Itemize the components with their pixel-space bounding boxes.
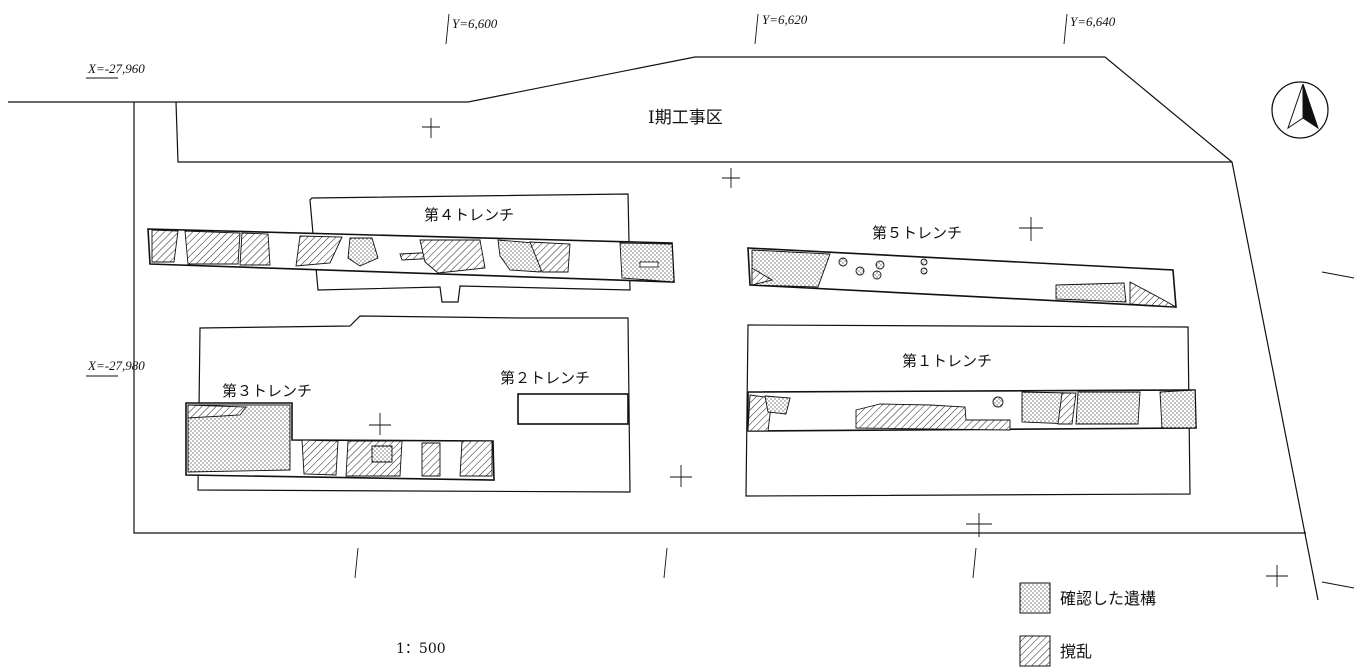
legend-swatch-found — [1019, 582, 1051, 614]
trench-4-label: 第４トレンチ — [424, 206, 514, 224]
trench-5: 第５トレンチ — [747, 224, 1177, 308]
north-arrow-icon — [1271, 81, 1329, 139]
trench-2-3-area — [197, 315, 631, 493]
grid-label-y-6620: Y=6,620 — [762, 12, 808, 27]
scale-label: 1：500 — [396, 641, 446, 657]
grid-lines — [86, 13, 1068, 579]
grid-crosses — [369, 118, 1355, 589]
trench-4: 第４トレンチ — [147, 193, 675, 303]
district-label: Ⅰ期工事区 — [648, 108, 723, 128]
trench-3: 第３トレンチ — [185, 382, 495, 481]
trench-2: 第２トレンチ — [500, 369, 629, 425]
grid-label-x-27980: X=-27,980 — [87, 358, 145, 373]
grid-label-y-6600: Y=6,600 — [452, 16, 498, 31]
legend-label-disturbance: 撹乱 — [1060, 642, 1092, 661]
legend-label-found: 確認した遺構 — [1060, 589, 1156, 608]
site-boundary — [8, 56, 1319, 601]
trench-1: 第１トレンチ — [745, 324, 1197, 497]
grid-label-x-27960: X=-27,960 — [87, 61, 145, 76]
trench-2-label: 第２トレンチ — [500, 369, 590, 387]
trench-3-label: 第３トレンチ — [222, 382, 312, 400]
trench-1-label: 第１トレンチ — [902, 352, 992, 370]
grid-label-y-6640: Y=6,640 — [1070, 14, 1116, 29]
legend-swatch-disturbance — [1019, 635, 1051, 667]
legend: 確認した遺構 撹乱 — [1019, 582, 1156, 667]
trench-5-label: 第５トレンチ — [872, 224, 962, 242]
